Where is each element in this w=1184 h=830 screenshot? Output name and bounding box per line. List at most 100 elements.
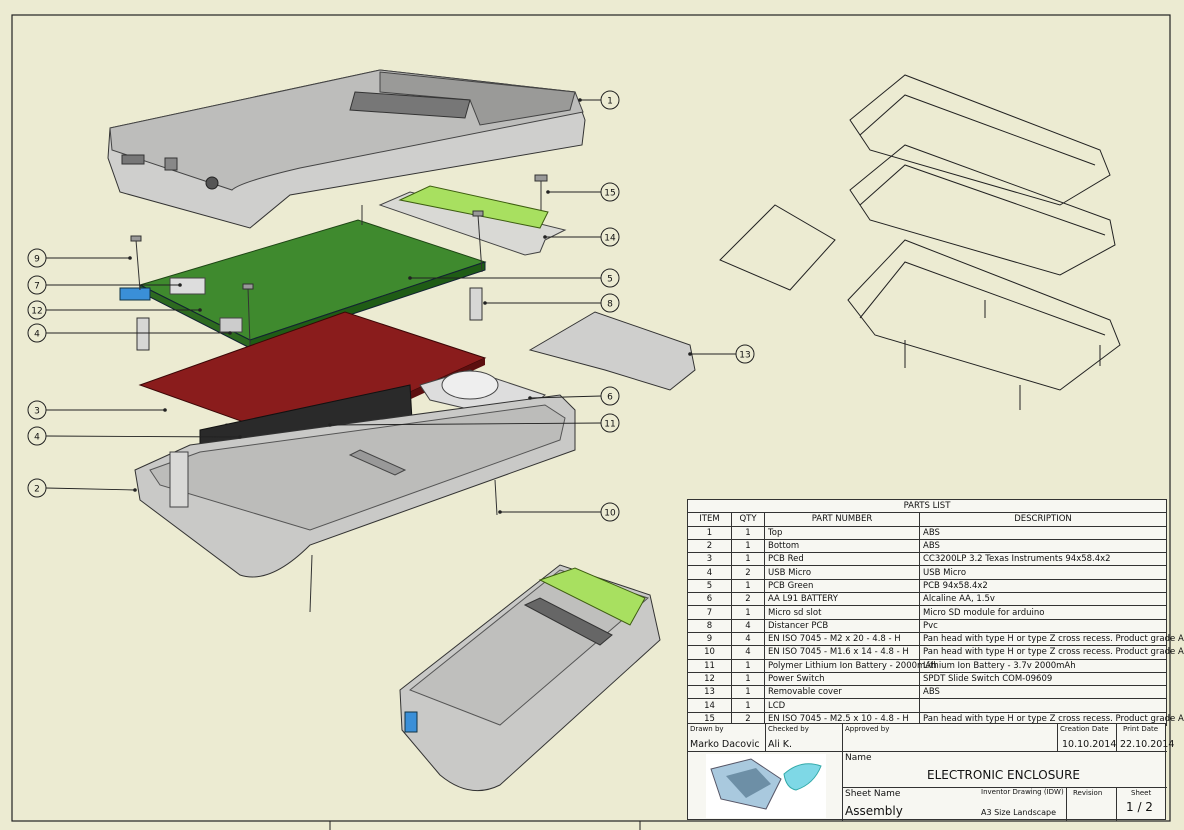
leader-dot — [483, 301, 487, 305]
balloon-callout: 12 — [27, 300, 202, 320]
assembled-view — [399, 564, 661, 792]
drawing-frame — [11, 14, 1171, 822]
logo-cell — [688, 752, 843, 821]
removable-cover-part — [528, 311, 696, 391]
part-number-cell: EN ISO 7045 - M1.6 x 14 - 4.8 - H — [764, 645, 920, 660]
sheet-name-cell: Sheet Name Assembly Inventor Drawing (ID… — [843, 788, 1067, 821]
part-number-cell: Bottom — [764, 538, 920, 554]
leader-dot — [546, 190, 550, 194]
balloon-number: 13 — [739, 351, 750, 361]
col-description-header: DESCRIPTION — [919, 512, 1167, 527]
drawn-by-cell: Drawn by Marko Dacovic — [688, 724, 766, 752]
leader-dot — [178, 283, 182, 287]
sheet-number-value: 1 / 2 — [1126, 800, 1153, 814]
wireframe-view — [719, 74, 1121, 410]
col-item-header: ITEM — [687, 512, 732, 527]
balloon-number: 14 — [604, 234, 616, 244]
item-cell: 13 — [687, 685, 732, 700]
leader-dot — [133, 488, 137, 492]
qty-cell: 1 — [731, 578, 765, 594]
balloon-callout: 14 — [543, 227, 620, 247]
balloon-number: 5 — [607, 275, 613, 285]
part-number-cell: Power Switch — [764, 671, 920, 687]
item-cell: 3 — [687, 552, 732, 567]
item-cell: 5 — [687, 578, 732, 594]
sheet-number-cell: Sheet 1 / 2 — [1126, 789, 1153, 814]
balloon-number: 2 — [34, 485, 40, 495]
drawing-type: Inventor Drawing (IDW) — [981, 788, 1064, 796]
item-cell: 8 — [687, 618, 732, 633]
qty-cell: 4 — [731, 631, 765, 647]
balloon-circle — [27, 248, 47, 268]
description-cell: Alcaline AA, 1.5v — [919, 592, 1167, 607]
revision-cell: Revision — [1067, 788, 1117, 821]
leader-dot — [543, 235, 547, 239]
qty-cell: 2 — [731, 592, 765, 607]
balloon-callout: 8 — [483, 293, 620, 313]
balloon-number: 1 — [607, 97, 613, 107]
approved-by-cell: Approved by — [843, 724, 1058, 752]
balloon-circle — [27, 300, 47, 320]
balloon-circle — [600, 293, 620, 313]
balloon-circle — [600, 413, 620, 433]
balloon-callout: 3 — [27, 400, 167, 420]
balloon-callout: 15 — [546, 182, 620, 202]
creation-date-cell: Creation Date 10.10.2014 — [1058, 724, 1117, 752]
drawing-name: ELECTRONIC ENCLOSURE — [927, 768, 1081, 782]
balloon-circle — [600, 268, 620, 288]
print-date-cell: Print Date 22.10.2014 — [1117, 724, 1174, 752]
creation-date-value: 10.10.2014 — [1062, 739, 1117, 750]
qty-cell: 1 — [731, 552, 765, 567]
leader-line — [45, 487, 136, 491]
balloon-number: 7 — [34, 282, 40, 292]
balloon-callout: 13 — [688, 344, 755, 364]
leader-dot — [498, 510, 502, 514]
title-block: Drawn by Marko Dacovic Checked by Ali K.… — [687, 723, 1174, 821]
balloon-circle — [600, 502, 620, 522]
leader-line — [529, 395, 602, 399]
part-number-cell: Removable cover — [764, 685, 920, 700]
description-cell: CC3200LP 3.2 Texas Instruments 94x58.4x2 — [919, 552, 1167, 567]
item-cell: 14 — [687, 698, 732, 713]
col-part-number-header: PART NUMBER — [764, 512, 920, 527]
part-number-cell: EN ISO 7045 - M2 x 20 - 4.8 - H — [764, 631, 920, 647]
balloon-number: 8 — [607, 300, 613, 310]
description-cell — [919, 698, 1167, 713]
description-cell: Pan head with type H or type Z cross rec… — [919, 645, 1184, 660]
balloon-number: 9 — [34, 255, 40, 265]
item-cell: 2 — [687, 538, 732, 554]
part-number-cell: PCB Green — [764, 578, 920, 594]
balloon-number: 3 — [34, 407, 40, 417]
balloon-circle — [27, 426, 47, 446]
parts-list-table: PARTS LIST ITEM QTY PART NUMBER DESCRIPT… — [687, 498, 1184, 727]
leader-dot — [528, 396, 532, 400]
balloon-number: 12 — [31, 307, 42, 317]
balloon-circle — [27, 275, 47, 295]
balloon-number: 15 — [604, 189, 615, 199]
part-number-cell: Polymer Lithium Ion Battery - 2000mAh — [764, 658, 937, 673]
description-cell: USB Micro — [919, 565, 1167, 580]
name-cell: Name ELECTRONIC ENCLOSURE — [843, 752, 1167, 788]
qty-cell: 1 — [731, 525, 765, 540]
leader-dot — [198, 308, 202, 312]
description-cell: Micro SD module for arduino — [919, 605, 1167, 620]
description-cell: Pan head with type H or type Z cross rec… — [919, 631, 1184, 647]
item-cell: 4 — [687, 565, 732, 580]
description-cell: Lithium Ion Battery - 3.7v 2000mAh — [919, 658, 1167, 673]
balloon-number: 11 — [604, 420, 615, 430]
balloon-callout: 10 — [498, 502, 620, 522]
balloon-callout: 7 — [27, 275, 182, 295]
item-cell: 11 — [687, 658, 732, 673]
lcd-part — [378, 185, 567, 256]
part-number-cell: Top — [764, 525, 920, 540]
